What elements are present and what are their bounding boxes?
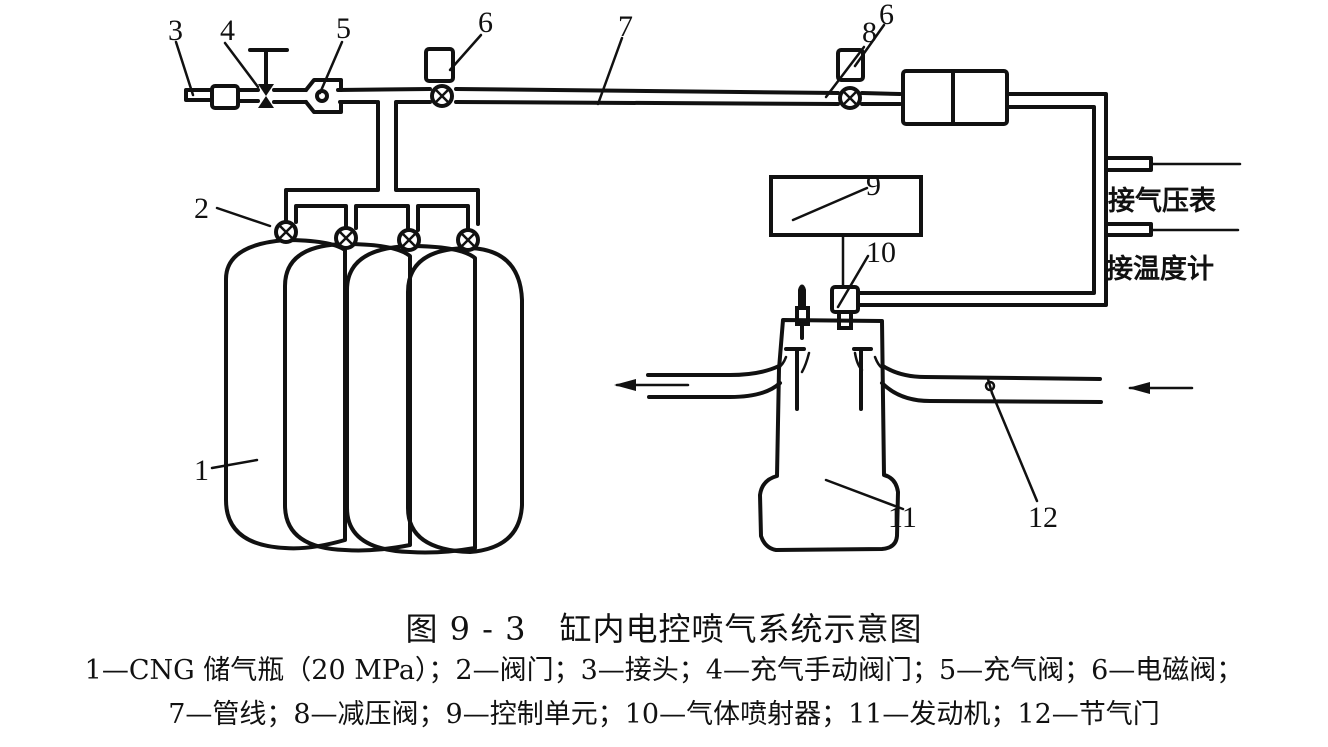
figure-title: 缸内电控喷气系统示意图: [559, 610, 923, 648]
connector: [184, 84, 260, 110]
label-2: 2: [194, 192, 209, 225]
label-9: 9: [866, 169, 881, 202]
cylinder-valve-1: [274, 220, 298, 244]
spark-plug: [795, 284, 810, 340]
cylinder-valve-2: [334, 226, 358, 250]
cylinder-valve-4: [456, 228, 480, 252]
thermometer-label: 接温度计: [1106, 253, 1214, 285]
label-12: 12: [1028, 501, 1058, 534]
label-6-right: 6: [879, 0, 894, 31]
legend-line-2: 7—管线；8—减压阀；9—控制单元；10—气体喷射器；11—发动机；12—节气门: [168, 699, 1160, 730]
main-pipeline: [336, 87, 902, 106]
label-1: 1: [194, 454, 209, 487]
cylinder-valves: [274, 220, 480, 252]
throttle-valve: [984, 377, 996, 395]
cng-injection-diagram: 3 4 5 6 7 6 8 9 10 2 1 11 12 接气压表 接温度计: [168, 0, 1242, 555]
label-8: 8: [862, 16, 877, 49]
gauge-connections: [1104, 156, 1242, 237]
solenoid-valve-left: [424, 47, 455, 108]
cylinder-valve-3: [397, 228, 421, 252]
figure-caption: 图 9 - 3 缸内电控喷气系统示意图: [0, 604, 1328, 650]
engine: [758, 318, 900, 552]
label-4: 4: [220, 14, 235, 47]
branch-pipe: [284, 100, 480, 232]
legend-line-1: 1—CNG 储气瓶（20 MPa）；2—阀门；3—接头；4—充气手动阀门；5—充…: [84, 655, 1244, 686]
label-6-left: 6: [478, 6, 493, 39]
label-3: 3: [168, 14, 183, 47]
leader-lines: [174, 23, 1039, 511]
intake-pipe: [880, 364, 1194, 404]
cng-cylinders: [224, 238, 524, 555]
label-5: 5: [336, 12, 351, 45]
figure-number: 图 9 - 3: [405, 610, 527, 648]
pressure-gauge-label: 接气压表: [1108, 186, 1216, 217]
label-10: 10: [866, 236, 896, 269]
manual-charging-valve: [248, 48, 308, 108]
exhaust-pipe: [614, 364, 782, 399]
control-unit: [769, 175, 923, 289]
label-7: 7: [618, 10, 633, 43]
label-11: 11: [888, 501, 917, 534]
pressure-reducing-valve: [858, 69, 1108, 307]
